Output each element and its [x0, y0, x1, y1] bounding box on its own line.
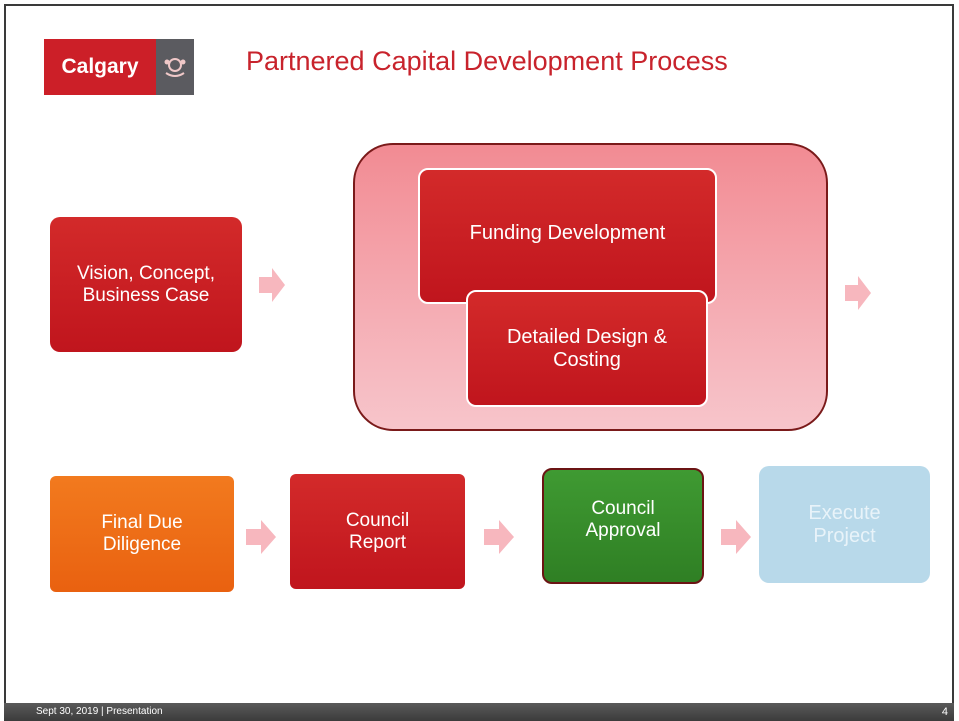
execute-project-box: Execute Project: [759, 466, 930, 583]
footer-bar: Sept 30, 2019 | Presentation 4: [4, 703, 954, 721]
funding-development-box: Funding Development: [418, 168, 717, 304]
council-approval-box: Council Approval: [542, 468, 704, 584]
final-due-diligence-box: Final Due Diligence: [50, 476, 234, 592]
arrow-right-icon: [721, 520, 751, 554]
arrow-right-icon: [259, 268, 285, 302]
arrow-right-icon: [246, 520, 276, 554]
page-number: 4: [941, 706, 948, 718]
detailed-design-box: Detailed Design & Costing: [466, 290, 708, 407]
slide-frame: [4, 4, 954, 716]
crest-icon: [156, 39, 194, 95]
logo-wordmark: Calgary: [44, 39, 156, 95]
vision-concept-box: Vision, Concept, Business Case: [50, 217, 242, 352]
calgary-logo: Calgary: [44, 39, 194, 95]
footer-date: Sept 30, 2019 | Presentation: [36, 706, 163, 717]
arrow-right-icon: [484, 520, 514, 554]
council-report-box: Council Report: [290, 474, 465, 589]
arrow-right-icon: [845, 276, 871, 310]
page-title: Partnered Capital Development Process: [246, 46, 728, 76]
